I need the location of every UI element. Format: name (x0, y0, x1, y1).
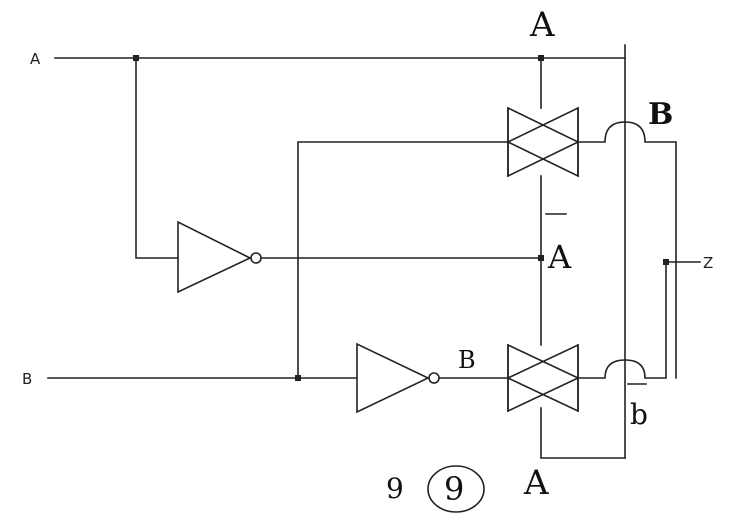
junction-dot (663, 259, 669, 265)
bbar-label: b (627, 383, 648, 431)
junction-dot (538, 255, 544, 261)
top-control-label: A (529, 5, 555, 45)
abar-label: A (545, 213, 572, 276)
junction-dot (538, 55, 544, 61)
wire-top-output (577, 121, 677, 379)
input-b-label: B (22, 370, 32, 388)
footer-circled-number: 9 (427, 465, 485, 513)
inverter-b-gate (356, 342, 440, 414)
inverter-a-gate (177, 220, 262, 294)
bottom-control-label: A (523, 463, 549, 503)
top-right-label: B (648, 97, 673, 132)
wire-lower-output (577, 261, 667, 379)
lower-inverter-label: B (458, 346, 476, 374)
junction-dot (133, 55, 139, 61)
top-transmission-gate (507, 106, 579, 178)
wire-b-to-top-gate (297, 141, 509, 379)
svg-text:9: 9 (444, 470, 464, 508)
svg-text:b: b (630, 398, 648, 431)
output-z-label: Z (703, 254, 713, 272)
footer-number: 9 (386, 472, 404, 505)
wire-a-to-inverter (135, 57, 179, 259)
input-a-label: A (30, 50, 41, 68)
svg-text:A: A (547, 238, 572, 276)
lower-transmission-gate (507, 343, 579, 413)
junction-dot (295, 375, 301, 381)
wire-bottom-loop (540, 407, 626, 459)
